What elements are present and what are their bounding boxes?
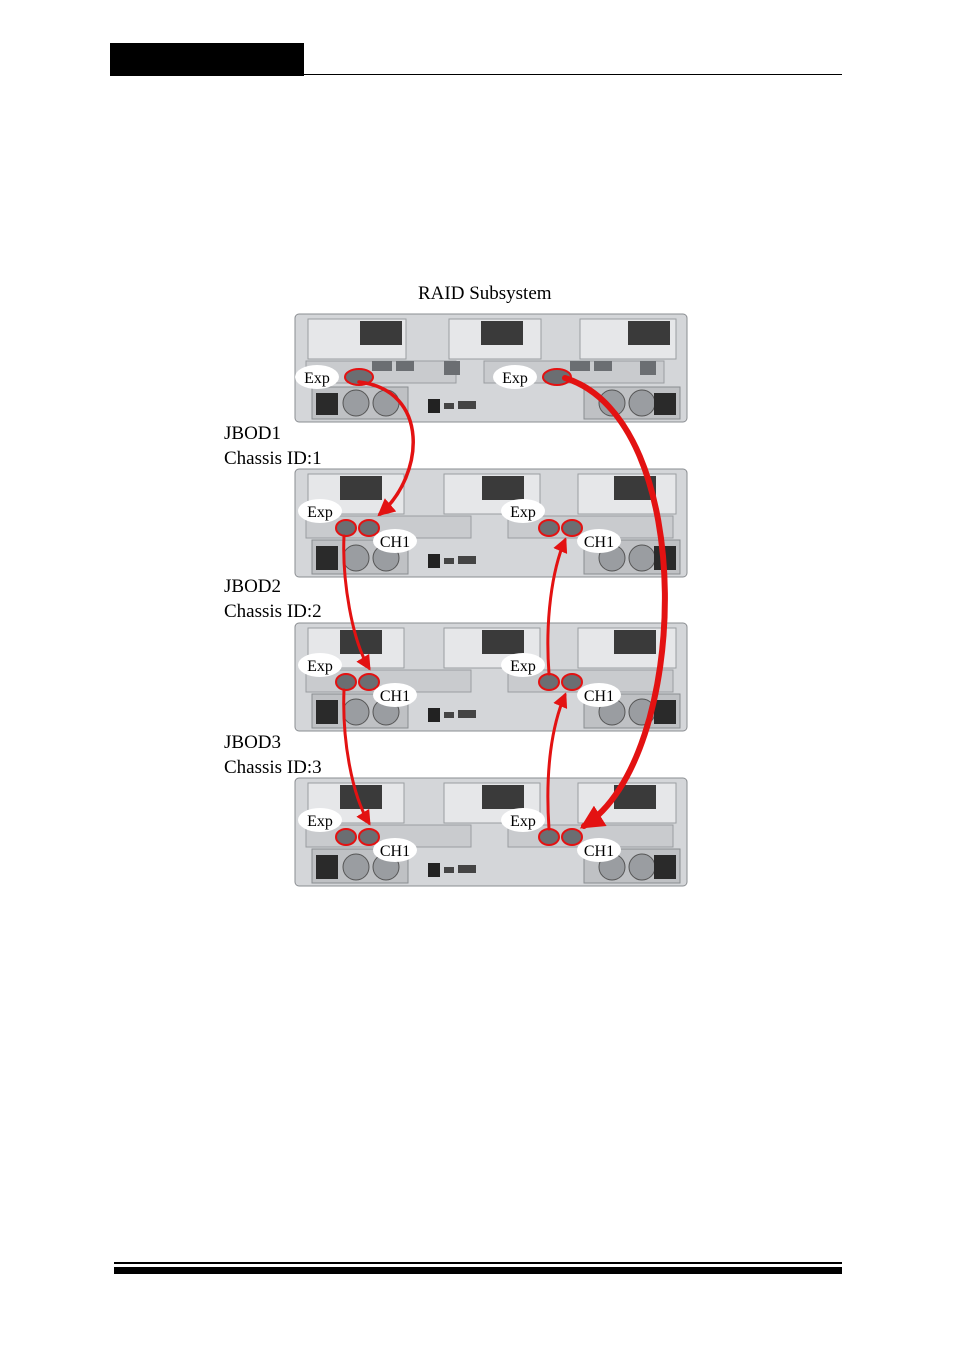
exp-text: Exp: [307, 813, 333, 830]
exp-label-jbod2-right: Exp: [501, 653, 545, 677]
exp-text: Exp: [510, 813, 536, 830]
cable-jbod1-to-jbod2-left: [344, 536, 369, 668]
cable-raid-right-to-jbod3: [565, 378, 665, 826]
exp-text: Exp: [307, 504, 333, 521]
cables: [344, 378, 665, 829]
exp-label-jbod1-left: Exp: [298, 499, 342, 523]
ch1-text: CH1: [584, 534, 614, 551]
exp-text: Exp: [510, 504, 536, 521]
cable-raid-left-to-jbod1: [359, 382, 413, 514]
ch1-text: CH1: [584, 688, 614, 705]
ch1-text: CH1: [380, 843, 410, 860]
footer-rule-thick: [114, 1267, 842, 1274]
ch1-label-jbod2-right: CH1: [577, 683, 621, 707]
ch1-text: CH1: [584, 843, 614, 860]
ch1-label-jbod1-right: CH1: [577, 529, 621, 553]
cable-jbod2-to-jbod3-left: [344, 690, 369, 823]
exp-label-raid-right: Exp: [493, 365, 537, 389]
cable-jbod3-to-jbod2-right: [548, 695, 565, 829]
ch1-labels: CH1 CH1 CH1 CH1 CH1 CH1: [373, 529, 621, 862]
exp-label-jbod3-right: Exp: [501, 808, 545, 832]
ch1-label-jbod3-left: CH1: [373, 838, 417, 862]
ch1-text: CH1: [380, 688, 410, 705]
exp-labels: Exp Exp Exp Exp Exp Exp: [295, 365, 545, 832]
exp-text: Exp: [304, 370, 330, 387]
exp-label-raid-left: Exp: [295, 365, 339, 389]
ch1-label-jbod3-right: CH1: [577, 838, 621, 862]
exp-label-jbod1-right: Exp: [501, 499, 545, 523]
exp-label-jbod3-left: Exp: [298, 808, 342, 832]
exp-text: Exp: [510, 658, 536, 675]
exp-label-jbod2-left: Exp: [298, 653, 342, 677]
ch1-label-jbod2-left: CH1: [373, 683, 417, 707]
ch1-label-jbod1-left: CH1: [373, 529, 417, 553]
exp-text: Exp: [307, 658, 333, 675]
footer-rule-thin: [114, 1262, 842, 1264]
cable-jbod2-to-jbod1-right: [548, 540, 565, 674]
port-highlights: [336, 369, 582, 845]
ch1-text: CH1: [380, 534, 410, 551]
exp-text: Exp: [502, 370, 528, 387]
